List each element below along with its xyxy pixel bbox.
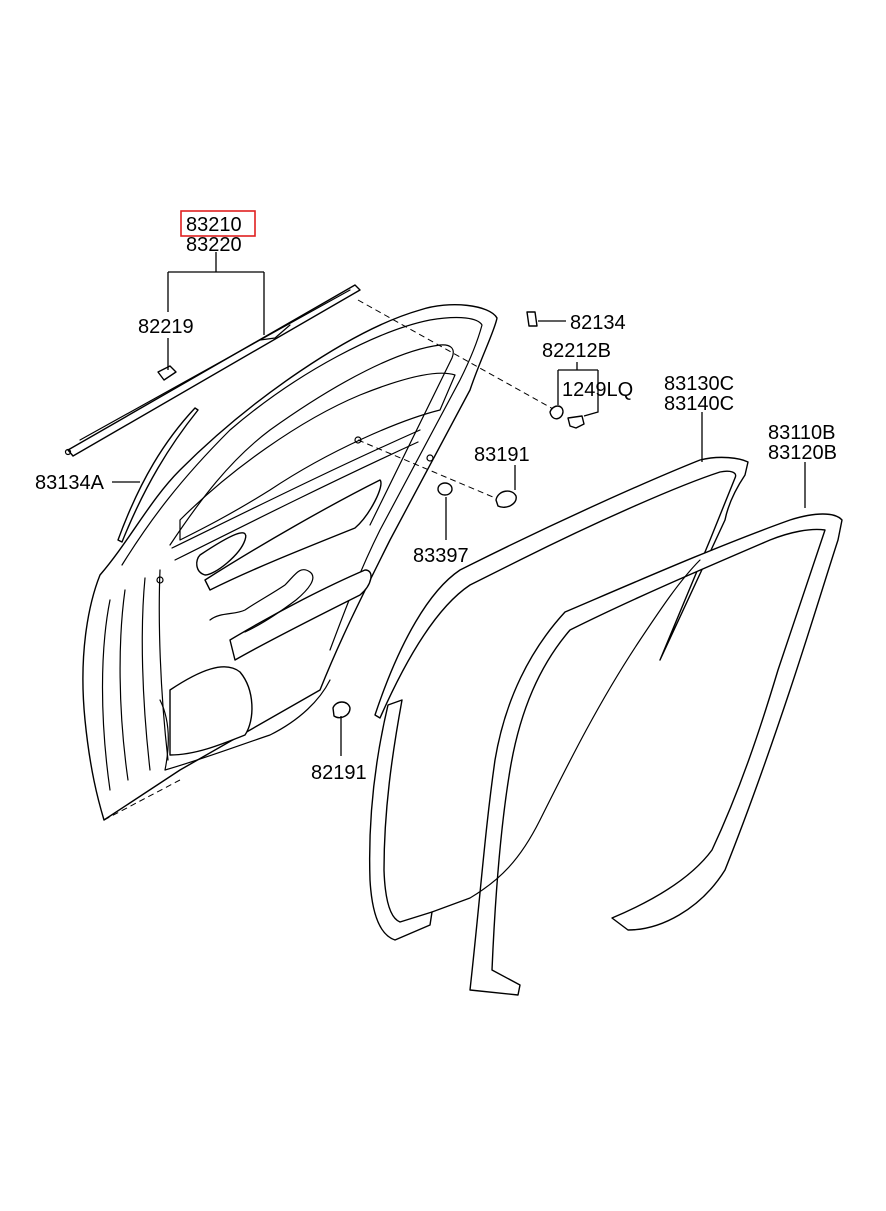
grommet-82212B: [549, 405, 564, 420]
label-83191: 83191: [474, 444, 530, 466]
opening-weatherstrip: [368, 456, 749, 941]
label-83120B: 83120B: [768, 442, 837, 464]
leader-lines: [112, 252, 806, 756]
door-weatherstrip: [431, 513, 843, 996]
screw-1249LQ: [567, 415, 585, 429]
plug-82191: [332, 701, 351, 719]
label-82134: 82134: [570, 312, 626, 334]
label-83130C: 83130C: [664, 373, 734, 395]
door-panel: [82, 304, 498, 821]
pad-83397: [437, 482, 453, 496]
label-83140C: 83140C: [664, 393, 734, 415]
highlight-box: [180, 210, 256, 237]
label-83397: 83397: [413, 545, 469, 567]
label-83134A: 83134A: [35, 472, 105, 494]
label-82219: 82219: [138, 316, 194, 338]
belt-weatherstrip: [64, 284, 361, 457]
door-trim-strip: [117, 407, 199, 543]
clip-82219: [157, 365, 177, 381]
label-83210: 83210: [186, 214, 242, 236]
label-82212B: 82212B: [542, 340, 611, 362]
label-83110B: 83110B: [768, 422, 835, 444]
label-1249LQ: 1249LQ: [562, 379, 633, 401]
label-83220: 83220: [186, 234, 242, 256]
label-82191: 82191: [311, 762, 367, 784]
plug-83191: [495, 490, 517, 508]
clip-82134: [526, 311, 538, 327]
